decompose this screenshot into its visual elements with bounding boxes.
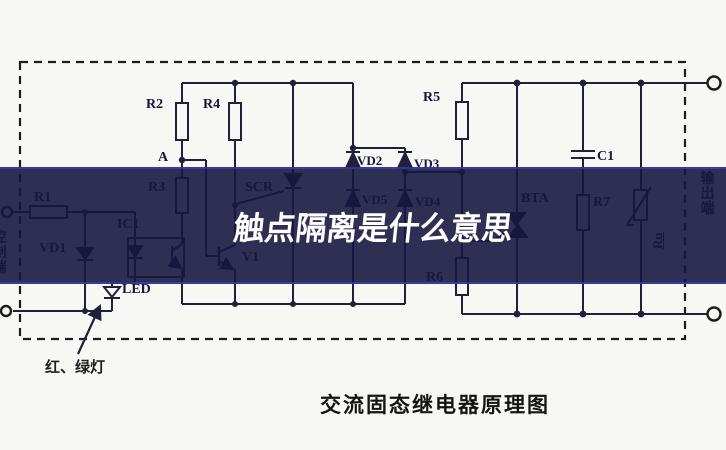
label-r4: R4 — [203, 97, 221, 112]
label-r2: R2 — [146, 97, 164, 112]
figure-title: 交流固态继电器原理图 — [320, 394, 550, 417]
label-led: LED — [122, 282, 151, 297]
label-r5: R5 — [423, 90, 441, 105]
output-terminal-bottom — [706, 306, 722, 322]
control-terminal-bottom — [0, 304, 13, 318]
label-c1: C1 — [597, 149, 615, 164]
label-vd2: VD2 — [357, 153, 383, 168]
indicator-note: 红、绿灯 — [45, 359, 106, 376]
output-terminal-top — [706, 75, 722, 91]
watermark-text: 触点隔离是什么意思 — [231, 210, 515, 247]
label-node-a: A — [158, 150, 169, 165]
watermark-band — [0, 167, 726, 284]
